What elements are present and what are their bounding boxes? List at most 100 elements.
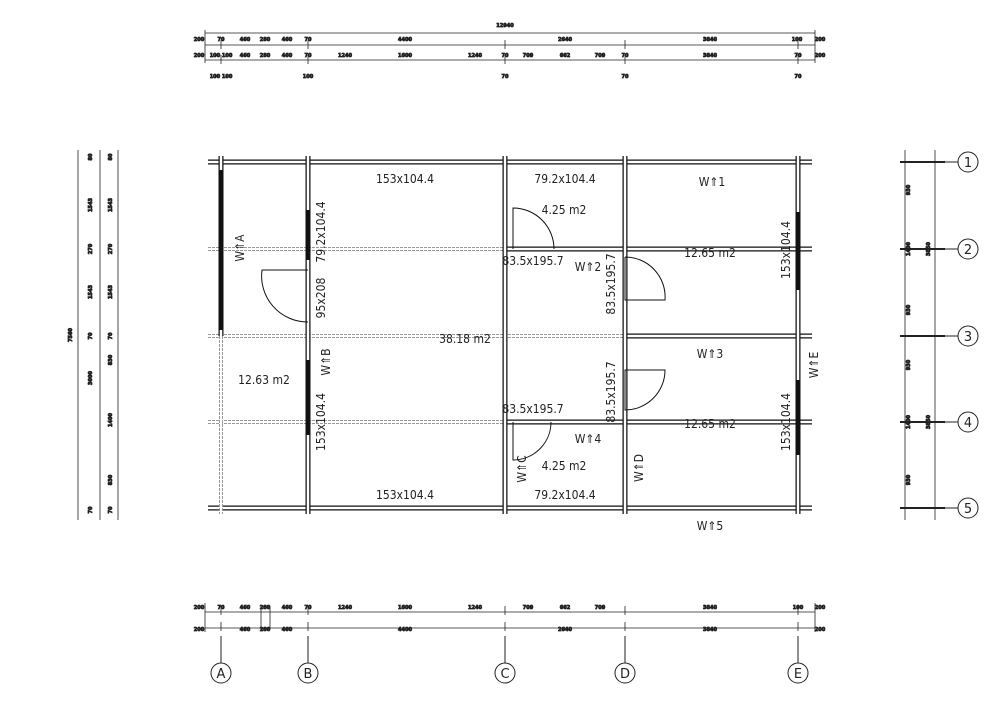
axis-bubble-2 xyxy=(957,238,979,260)
axis-label-2: 2 xyxy=(964,243,972,258)
opening-label: 153x104.4 xyxy=(314,393,328,451)
dimension-value: 70 xyxy=(622,53,629,59)
dimension-value: 930 xyxy=(906,184,912,195)
dimension-value: 460 xyxy=(282,37,293,43)
dimension-value: 70 xyxy=(795,74,802,80)
axis-bubble-E xyxy=(787,662,809,684)
wall-tag-w1: W⇑1 xyxy=(699,175,726,189)
wall-tag-w4: W⇑4 xyxy=(575,432,602,446)
dimension-value: 70 xyxy=(305,605,312,611)
wall-tag-wd: W⇑D xyxy=(632,454,646,482)
dimension-value: 709 xyxy=(523,53,534,59)
dimension-value: 662 xyxy=(560,53,571,59)
opening-label: 79.2x104.4 xyxy=(534,172,595,186)
dimension-value: 830 xyxy=(108,474,114,485)
opening-label: 95x208 xyxy=(314,278,328,319)
dimension-value: 1543 xyxy=(88,285,94,299)
dimension-value: 280 xyxy=(260,627,271,633)
dimension-value: 3840 xyxy=(703,53,717,59)
dimension-value: 200 xyxy=(194,37,205,43)
dimension-value: 1400 xyxy=(108,413,114,427)
axis-bubble-C xyxy=(494,662,516,684)
dimension-value: 1240 xyxy=(468,605,482,611)
dimension-value: 3840 xyxy=(703,37,717,43)
wall-tag-wc: W⇑C xyxy=(515,455,529,482)
dimension-value: 709 xyxy=(523,605,534,611)
dimension-value: 4400 xyxy=(398,627,412,633)
wall-tag-wa: W⇑A xyxy=(233,234,247,262)
dimension-value: 2640 xyxy=(558,37,572,43)
axis-label-B: B xyxy=(304,667,313,682)
axis-label-5: 5 xyxy=(964,502,972,517)
opening-label: 153x104.4 xyxy=(779,221,793,279)
dimension-value: 70 xyxy=(502,74,509,80)
dimension-value: 1240 xyxy=(468,53,482,59)
dimension-value: 662 xyxy=(560,605,571,611)
dimension-value: 100 xyxy=(303,74,314,80)
dimension-value: 70 xyxy=(108,506,114,513)
door-entrance xyxy=(261,269,309,323)
dimension-value: 70 xyxy=(108,332,114,339)
dimension-value: 200 xyxy=(815,627,826,633)
dimension-value: 3850 xyxy=(926,242,932,256)
opening-label: 83.5x195.7 xyxy=(502,254,563,268)
axis-label-D: D xyxy=(620,667,630,682)
door-bottom-bath xyxy=(512,421,552,461)
dimension-value: 200 xyxy=(194,605,205,611)
dimension-value: 70 xyxy=(305,37,312,43)
opening-label: 83.5x195.7 xyxy=(604,361,618,422)
wall-tag-we: W⇑E xyxy=(807,352,821,379)
dimension-value: 1543 xyxy=(108,198,114,212)
dimension-value: 200 xyxy=(194,627,205,633)
axis-bubble-D xyxy=(614,662,636,684)
dimension-value: 1240 xyxy=(338,53,352,59)
dimension-value: 70 xyxy=(218,605,225,611)
door-top-right xyxy=(624,256,666,301)
dimension-value: 1600 xyxy=(398,53,412,59)
dimension-value: 3840 xyxy=(703,605,717,611)
wall-tag-w2: W⇑2 xyxy=(575,260,602,274)
dimension-value: 1543 xyxy=(108,285,114,299)
axis-label-1: 1 xyxy=(964,156,972,171)
door-swings xyxy=(261,207,666,461)
dimension-value: 280 xyxy=(260,37,271,43)
dimension-value: 460 xyxy=(282,53,293,59)
room-area-top-bath: 4.25 m2 xyxy=(542,203,587,217)
axis-bubble-A xyxy=(210,662,232,684)
dimension-value: 830 xyxy=(108,354,114,365)
opening-label: 83.5x195.7 xyxy=(502,402,563,416)
dimension-value: 200 xyxy=(815,605,826,611)
dimension-value: 200 xyxy=(815,37,826,43)
wall-tag-wb: W⇑B xyxy=(319,348,333,375)
axis-label-E: E xyxy=(794,667,802,682)
room-area-left: 12.63 m2 xyxy=(238,373,290,387)
dimension-value: 100 100 xyxy=(210,53,233,59)
axis-label-A: A xyxy=(217,667,226,682)
dimension-value: 709 xyxy=(595,605,606,611)
dimension-value: 70 xyxy=(795,53,802,59)
wall-tag-w5: W⇑5 xyxy=(697,519,724,533)
wall-tag-w3: W⇑3 xyxy=(697,347,724,361)
opening-label: 79.2x104.4 xyxy=(314,201,328,262)
axis-bubble-B xyxy=(297,662,319,684)
dimension-value: 460 xyxy=(240,605,251,611)
dimension-value: 100 xyxy=(793,605,804,611)
dimension-value: 3000 xyxy=(88,371,94,385)
dimension-value: 270 xyxy=(88,243,94,254)
dimension-value: 4400 xyxy=(398,37,412,43)
opening-label: 79.2x104.4 xyxy=(534,488,595,502)
opening-label: 153x104.4 xyxy=(376,488,434,502)
dimension-value: 280 xyxy=(260,605,271,611)
dimension-value: 270 xyxy=(108,243,114,254)
dimension-value: 930 xyxy=(906,359,912,370)
dimension-value: 1240 xyxy=(338,605,352,611)
walls xyxy=(208,156,812,514)
room-area-bottom-bath: 4.25 m2 xyxy=(542,459,587,473)
room-area-top-right: 12.65 m2 xyxy=(684,246,736,260)
opening-label: 83.5x195.7 xyxy=(604,253,618,314)
dimension-value: 80 xyxy=(88,153,94,160)
dimension-value: 70 xyxy=(502,53,509,59)
